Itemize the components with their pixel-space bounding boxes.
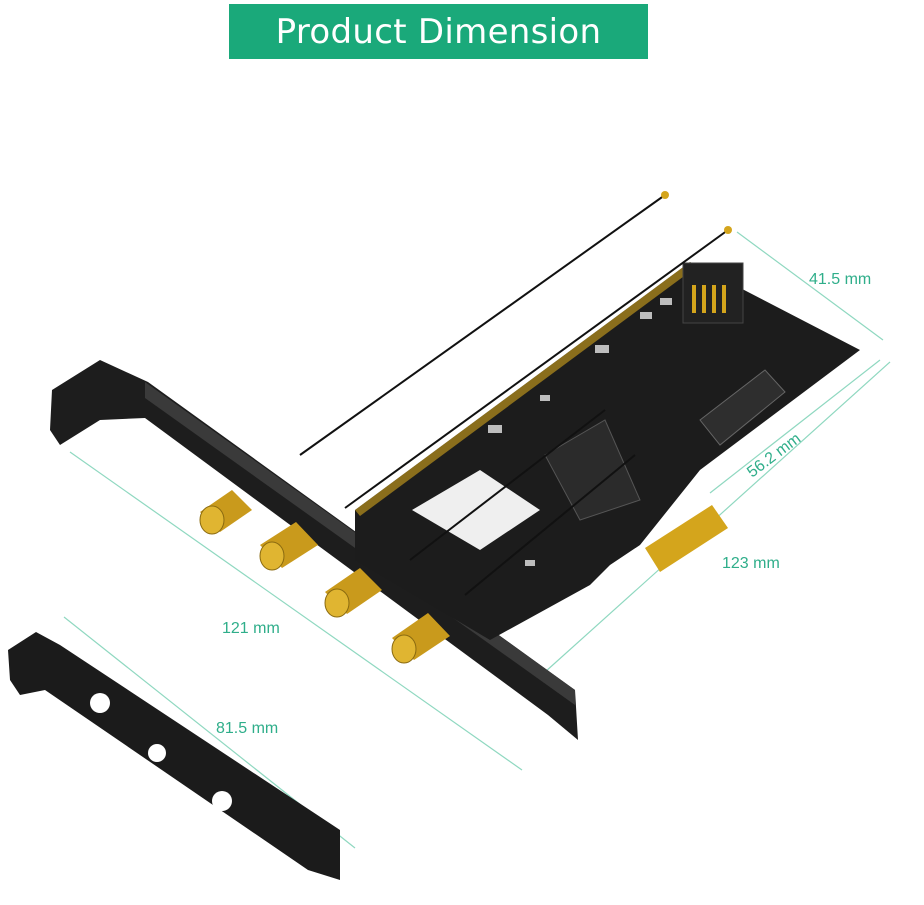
low-profile-bracket <box>8 632 340 880</box>
bracket-hole-3 <box>212 791 232 811</box>
pcb-board <box>355 262 860 640</box>
dim-line-height <box>736 231 884 341</box>
dim-line-full-bracket <box>69 451 523 771</box>
bracket-hole-1 <box>90 693 110 713</box>
mini-pcie-slot <box>544 419 641 521</box>
dim-label-full-bracket: 121 mm <box>222 620 280 637</box>
title-banner: Product Dimension <box>229 4 648 59</box>
bracket-hole-2 <box>148 744 166 762</box>
sma-connector-4 <box>391 613 450 664</box>
dim-label-length: 123 mm <box>722 555 780 572</box>
banner-title: Product Dimension <box>275 11 602 52</box>
dim-line-width-short <box>709 359 881 494</box>
pcie-gold-contacts <box>645 505 728 572</box>
sma-connector-3 <box>324 568 382 618</box>
dim-label-height: 41.5 mm <box>809 271 871 288</box>
antenna-cables <box>299 194 729 596</box>
antenna-tip-2 <box>724 226 732 234</box>
m2-slot <box>699 369 786 446</box>
sma-connector-1 <box>199 490 252 535</box>
sma-connector-2 <box>259 522 318 571</box>
antenna-tip-1 <box>661 191 669 199</box>
dim-label-low-bracket: 81.5 mm <box>216 720 278 737</box>
dim-label-width-short: 56.2 mm <box>744 430 804 481</box>
sma-connectors <box>199 490 450 664</box>
